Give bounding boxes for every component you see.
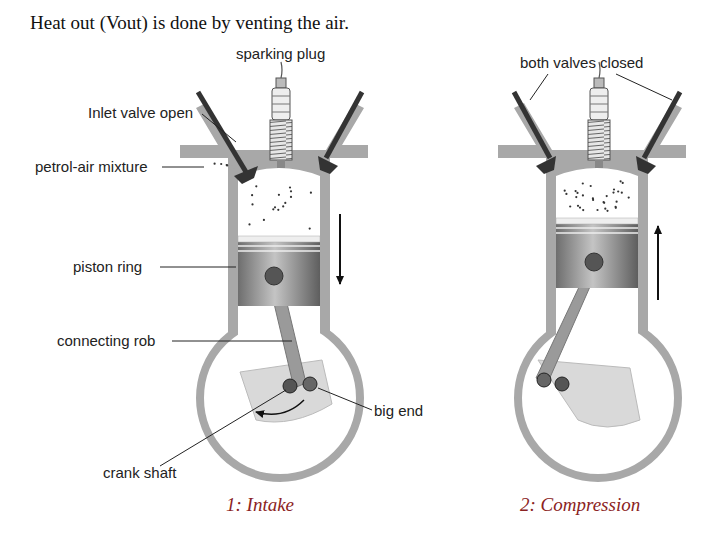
heading-note: Heat out (Vout) is done by venting the a… (30, 12, 349, 34)
part-label: petrol-air mixture (35, 158, 148, 175)
stroke-caption: 1: Intake (226, 494, 294, 516)
part-label: big end (374, 402, 423, 419)
stroke-caption: 2: Compression (520, 494, 640, 516)
part-label: sparking plug (236, 45, 325, 62)
part-label: connecting rob (57, 332, 155, 349)
part-label: piston ring (73, 258, 142, 275)
part-label: crank shaft (103, 464, 176, 481)
part-label: both valves closed (520, 54, 643, 71)
part-label: Inlet valve open (88, 104, 193, 121)
